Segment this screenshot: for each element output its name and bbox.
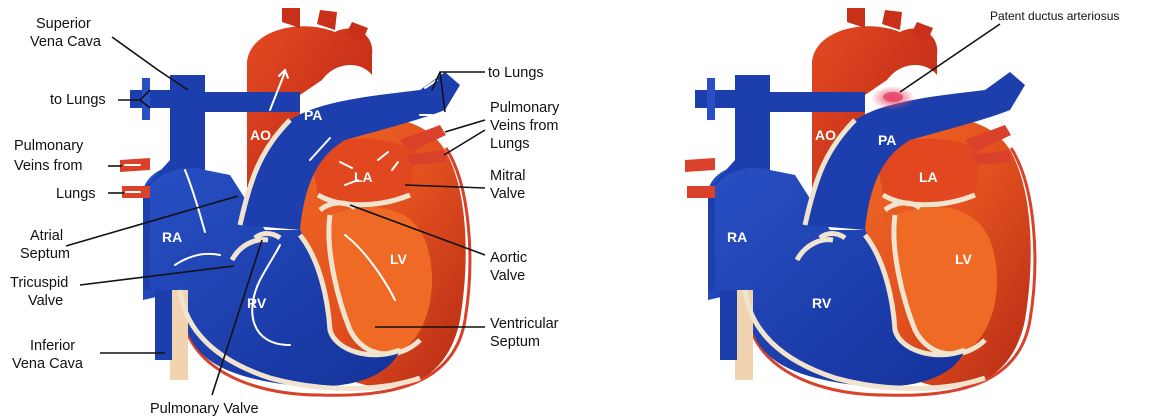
label-pv-right-line1: Pulmonary [490,100,560,116]
leader-pv-right-2 [444,130,485,155]
label-pulmonary-valve: Pulmonary Valve [150,401,259,417]
label-pv-right-line2: Veins from [490,118,559,134]
pda-chamber-label-ra: RA [727,229,747,245]
label-pv-right-line3: Lungs [490,136,530,152]
normal-heart-diagram: RA RV LA LV AO PA Superior Vena Cava to … [10,8,560,417]
label-atrial-line2: Septum [20,246,70,262]
label-svc-line2: Vena Cava [30,34,102,50]
pda-aorta-branch-1 [847,8,865,28]
label-pv-left-line1: Pulmonary [14,138,84,154]
label-mitral-line2: Valve [490,186,525,202]
label-ventricular-line1: Ventricular [490,316,559,332]
pa-top-branch [205,92,300,112]
pda-ductus-core [883,92,903,102]
label-ivc-line2: Vena Cava [12,356,84,372]
label-ventricular-line2: Septum [490,334,540,350]
label-pv-left-line2: Veins from [14,158,83,174]
pda-pa-top-branch [770,92,865,112]
pda-chamber-label-la: LA [919,169,938,185]
aorta-branch-1 [282,8,300,28]
leader-pv-right-1 [445,120,485,132]
label-atrial-line1: Atrial [30,228,63,244]
chamber-label-pa: PA [304,107,322,123]
chamber-label-lv: LV [390,251,408,267]
chamber-label-rv: RV [247,295,267,311]
pda-ivc-blue [720,290,737,360]
pda-pa-branch-left [695,90,740,108]
pda-heart-diagram: RA RV LA LV AO PA Patent ductus arterios… [685,8,1119,395]
pda-pa-branch-left-2 [707,78,715,120]
pda-pulmonary-veins-left [685,158,715,198]
pa-branch-left [130,90,175,108]
pda-aorta-branch-2 [882,10,902,30]
label-svc-line1: Superior [36,16,91,32]
label-ivc-line1: Inferior [30,338,75,354]
label-mitral-line1: Mitral [490,168,525,184]
chamber-label-ra: RA [162,229,182,245]
label-to-lungs-right: to Lungs [488,65,544,81]
label-aortic-line2: Valve [490,268,525,284]
pda-chamber-label-lv: LV [955,251,973,267]
label-to-lungs-left: to Lungs [50,92,106,108]
chamber-label-la: LA [354,169,373,185]
label-tricuspid-line1: Tricuspid [10,275,68,291]
pda-chamber-label-pa: PA [878,132,896,148]
pa-branch-left-2 [142,78,150,120]
aorta-branch-2 [317,10,337,30]
label-aortic-line1: Aortic [490,250,527,266]
ivc-blue [155,290,172,360]
pda-chamber-label-rv: RV [812,295,832,311]
chamber-label-ao: AO [250,127,271,143]
label-tricuspid-line2: Valve [28,293,63,309]
label-pv-left-line3: Lungs [56,186,96,202]
label-pda: Patent ductus arteriosus [990,9,1119,23]
pda-chamber-label-ao: AO [815,127,836,143]
